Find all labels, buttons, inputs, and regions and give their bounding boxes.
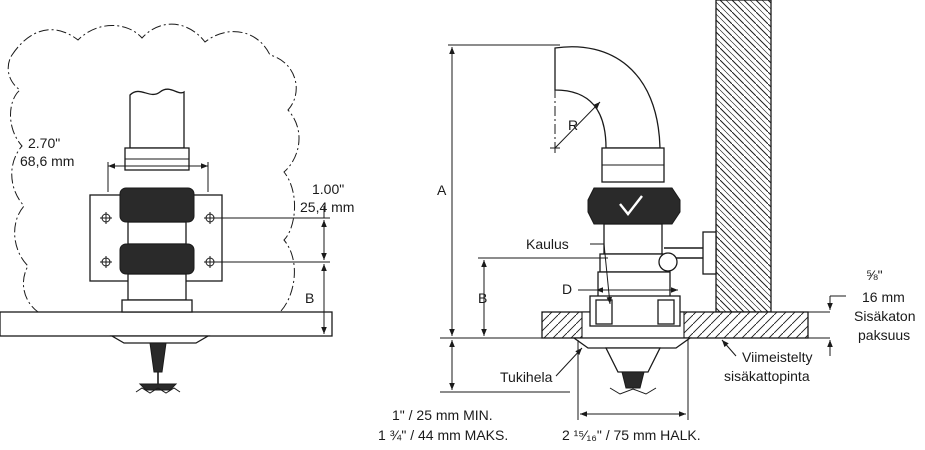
left-bolt-holes <box>100 212 216 268</box>
left-sprinkler-head <box>109 335 211 394</box>
right-dim-b: B <box>478 290 487 306</box>
left-pipe <box>129 88 185 149</box>
right-dim-d: D <box>562 281 572 297</box>
left-coupling-lower <box>119 243 195 275</box>
right-sprinkler-head <box>571 337 693 395</box>
left-ceiling-band <box>0 311 333 337</box>
support-arm-label: Tukihela <box>500 369 553 385</box>
thickness-mm: 16 mm <box>862 289 905 305</box>
wall-bracket <box>702 231 717 275</box>
left-view-cloud-outline <box>7 23 300 313</box>
finished-surface-1: Viimeistelty <box>742 349 813 365</box>
left-width-inches: 2.70" <box>28 135 60 151</box>
right-view: A R B D Kaulus Tukihela ⅝" 16 mm Sisäkat… <box>378 0 915 443</box>
diameter-label: 2 ¹⁵⁄₁₆" / 75 mm HALK. <box>562 427 701 443</box>
left-width-mm: 68,6 mm <box>20 153 74 169</box>
wall <box>715 0 772 313</box>
thickness-label-2: paksuus <box>858 327 910 343</box>
left-view: 2.70" 68,6 mm 1.00" 25,4 mm B <box>0 23 354 394</box>
thickness-label-1: Sisäkaton <box>854 308 915 324</box>
max-dimension: 1 ¾" / 44 mm MAKS. <box>378 427 508 443</box>
min-dimension: 1" / 25 mm MIN. <box>392 407 493 423</box>
finished-surface-2: sisäkattopinta <box>724 368 810 384</box>
left-spacing-mm: 25,4 mm <box>300 199 354 215</box>
left-coupling-upper <box>119 187 195 223</box>
right-radius-r: R <box>568 117 578 133</box>
left-dim-b: B <box>305 290 314 306</box>
right-dim-a: A <box>437 182 447 198</box>
left-spacing-inches: 1.00" <box>312 181 344 197</box>
collar-label: Kaulus <box>526 236 569 252</box>
thickness-fraction: ⅝" <box>866 267 883 283</box>
